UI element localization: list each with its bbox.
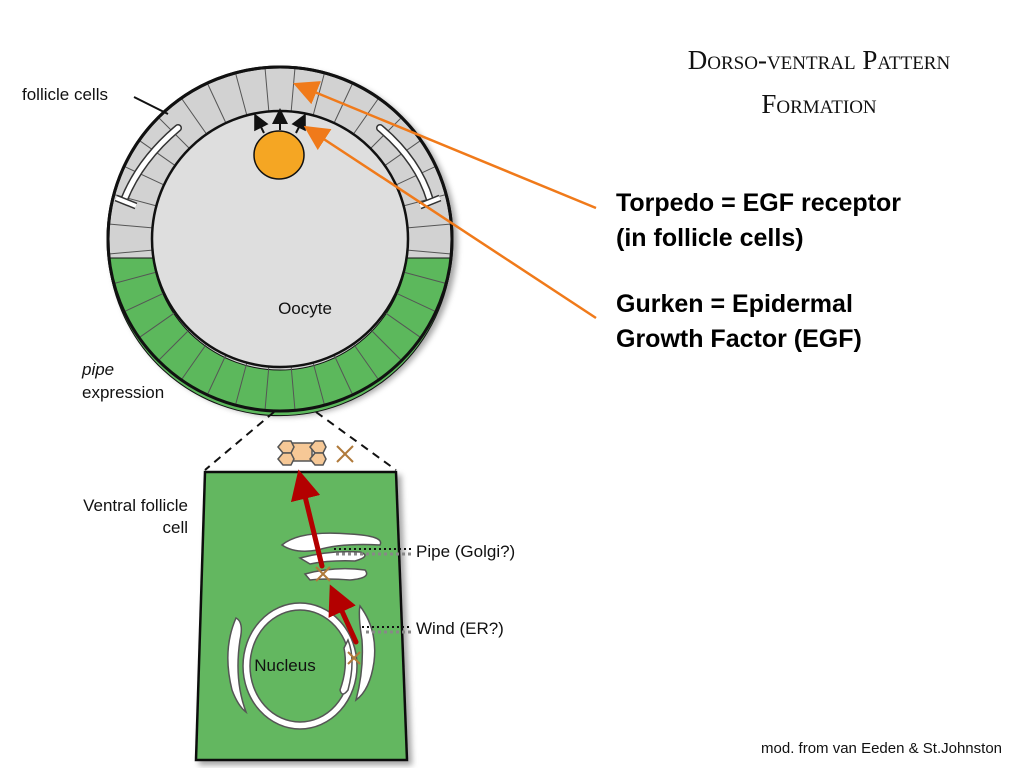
inhibition-bracket-left [114, 124, 182, 210]
blocked-x-icon [315, 445, 361, 665]
follicle-cell-divider [123, 165, 165, 186]
follicle-cell-divider [264, 67, 270, 112]
follicle-cell-dividers [108, 67, 452, 411]
title-line-1: Dorso-ventral Pattern [687, 45, 951, 75]
follicle-cell-divider [333, 354, 354, 396]
follicle-cell-divider [264, 366, 270, 411]
ventral-label-line-1: Ventral follicle [83, 496, 188, 515]
follicle-cells-pointer [133, 96, 169, 115]
credit-text: mod. from van Eeden & St.Johnston [761, 740, 1002, 757]
callout-lines [293, 81, 597, 320]
follicle-cells-label: follicle cells [22, 85, 108, 104]
nucleus-label: Nucleus [254, 656, 315, 675]
follicle-cell-divider [407, 249, 452, 255]
follicle-cell-divider [123, 292, 165, 313]
gurken-callout: Gurken = Epidermal Growth Factor (EGF) [616, 287, 862, 357]
ventral-follicle-cell-label: Ventral follicle cell [40, 495, 188, 539]
oocyte-label: Oocyte [278, 299, 332, 318]
follicle-cell-divider [235, 362, 248, 406]
follicle-cell-divider [370, 329, 402, 361]
title-line-2: Formation [761, 89, 877, 119]
follicle-cell-divider [206, 354, 227, 396]
follicle-cell-divider [138, 312, 176, 339]
pipe-golgi-label: Pipe (Golgi?) [416, 542, 516, 561]
follicle-cell-divider [353, 97, 380, 135]
follicle-cell-divider [384, 312, 422, 339]
gurken-nucleus [253, 130, 305, 180]
slide-title: Dorso-ventral Pattern Formation [618, 38, 1020, 126]
follicle-cell-divider [108, 223, 153, 229]
zoom-lines [204, 411, 397, 471]
follicle-cell-divider [403, 271, 447, 284]
pipe-italic-label: pipe [82, 360, 115, 379]
ventral-label-line-2: cell [162, 518, 188, 537]
torpedo-callout: Torpedo = EGF receptor (in follicle cell… [616, 186, 901, 256]
torpedo-line-2: (in follicle cells) [616, 224, 804, 252]
follicle-cell-divider [353, 343, 380, 381]
follicle-cell-divider [113, 271, 157, 284]
gurken-line-1: Gurken = Epidermal [616, 290, 853, 318]
wind-er-label: Wind (ER?) [416, 619, 504, 638]
dotted-pointers [334, 548, 412, 634]
follicle-cell-divider [180, 343, 207, 381]
follicle-cell-divider [180, 97, 207, 135]
gurken-line-2: Growth Factor (EGF) [616, 325, 862, 353]
receptor-complex-icon [277, 440, 327, 466]
pipe-expression-label: expression [82, 383, 165, 402]
follicle-cell-divider [108, 249, 153, 255]
follicle-cell-divider [235, 72, 248, 116]
egf-signal-arrow-icon [254, 108, 306, 134]
follicle-cell-divider [290, 366, 296, 411]
follicle-cell-divider [206, 82, 227, 124]
follicle-cell-divider [407, 223, 452, 229]
transport-arrows [290, 469, 359, 645]
follicle-cell-divider [158, 329, 190, 361]
torpedo-line-1: Torpedo = EGF receptor [616, 189, 901, 217]
follicle-cell-divider [312, 362, 325, 406]
follicle-cell-divider [395, 292, 437, 313]
nucleus: Nucleus [242, 602, 358, 730]
